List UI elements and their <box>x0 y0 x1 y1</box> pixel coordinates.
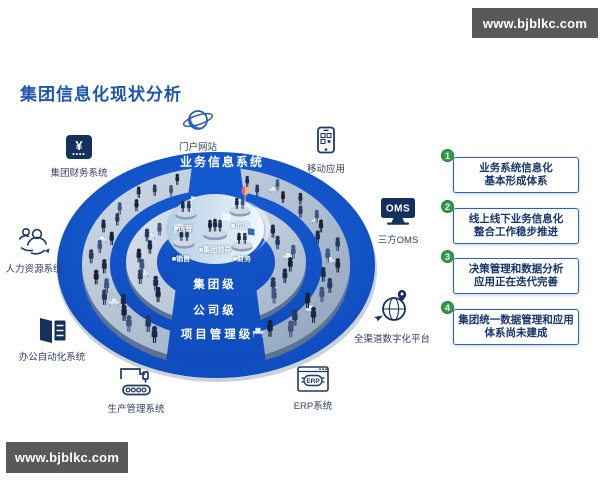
satellite-omni: 全渠道数字化平台 <box>337 287 447 345</box>
satellite-label: 移动应用 <box>306 164 345 175</box>
arc-label: 业务信息系统 <box>179 155 265 169</box>
watermark-text: www.bjblkc.com <box>14 450 120 465</box>
satellite-label: 全渠道数字化平台 <box>353 334 430 345</box>
satellite-label: 办公自动化系统 <box>18 352 86 363</box>
finding-box: 集团统一数据管理和应用 体系尚未建成 <box>453 309 579 345</box>
finding-item: 2 线上线下业务信息化 整合工作稳步推进 <box>441 200 587 244</box>
finding-item: 1 业务系统信息化 基本形成体系 <box>441 149 587 193</box>
mobile-icon <box>317 126 335 154</box>
oa-icon <box>40 318 66 343</box>
pedestal-finance <box>231 228 255 252</box>
satellite-label: 人力资源系统 <box>5 264 63 275</box>
svg-text:ERP: ERP <box>306 378 320 385</box>
watermark-banner-top: www.bjblkc.com <box>472 8 598 38</box>
pedestal-label-finance: ■财务 <box>232 256 252 263</box>
disc-glare <box>238 199 271 256</box>
finding-text: 业务系统信息化 <box>479 162 553 174</box>
finding-box: 业务系统信息化 基本形成体系 <box>453 157 579 193</box>
pedestal-leadership <box>203 213 231 241</box>
finding-text: 集团统一数据管理和应用 <box>458 314 574 326</box>
satellite-finance: ¥ 集团财务系统 <box>24 133 134 179</box>
oms-icon: OMS <box>381 198 415 225</box>
page-title: 集团信息化现状分析 <box>20 85 182 104</box>
erp-icon: ERP <box>297 366 329 392</box>
satellite-label: 门户网站 <box>178 142 217 153</box>
finding-number-badge: 3 <box>441 250 454 263</box>
finding-item: 4 集团统一数据管理和应用 体系尚未建成 <box>441 301 587 345</box>
finding-text: 整合工作稳步推进 <box>474 226 558 238</box>
satellite-erp: ERP ERP系统 <box>258 364 368 412</box>
hr-icon <box>18 228 50 255</box>
finding-number-badge: 1 <box>441 149 454 162</box>
finding-box: 决策管理和数据分析 应用正在迭代完善 <box>453 258 579 294</box>
satellite-label: 集团财务系统 <box>50 168 108 179</box>
pedestal-label-operations: ■运营 <box>173 226 193 233</box>
satellite-label: 生产管理系统 <box>107 404 165 415</box>
pedestal-label-sales: ■销售 <box>171 256 191 263</box>
watermark-banner-bottom: www.bjblkc.com <box>6 442 128 473</box>
level-label-project: 项目管理级 <box>180 329 254 341</box>
satellite-production: 生产管理系统 <box>81 365 191 415</box>
satellite-mobile: 移动应用 <box>271 125 381 175</box>
finding-text: 体系尚未建成 <box>484 327 548 339</box>
pedestal-sales <box>173 223 195 249</box>
level-label-company: 公司级 <box>193 305 237 317</box>
finding-number-badge: 4 <box>441 301 454 314</box>
satellite-label: ERP系统 <box>293 401 333 412</box>
pedestal-operations <box>175 196 198 220</box>
omni-icon <box>374 290 407 322</box>
svg-text:OMS: OMS <box>386 204 410 215</box>
finance-icon: ¥ <box>66 135 92 159</box>
satellite-hr: 人力资源系统 <box>0 225 89 275</box>
svg-text:¥: ¥ <box>75 138 83 153</box>
finding-item: 3 决策管理和数据分析 应用正在迭代完善 <box>441 250 587 294</box>
watermark-text: www.bjblkc.com <box>482 15 588 31</box>
satellite-oa: 办公自动化系统 <box>0 315 107 363</box>
pedestal-label-market: ■市场 <box>230 223 250 230</box>
portal-icon <box>182 110 214 130</box>
satellite-oms: OMS 三方OMS <box>343 196 453 246</box>
production-icon <box>120 368 151 396</box>
finding-text: 线上线下业务信息化 <box>468 213 564 225</box>
finding-text: 基本形成体系 <box>484 175 548 187</box>
pedestal-market <box>229 186 251 217</box>
finding-text: 应用正在迭代完善 <box>474 276 558 288</box>
finding-text: 决策管理和数据分析 <box>468 263 564 275</box>
satellite-portal: 门户网站 <box>143 105 253 153</box>
pedestal-label-leadership: ■集团领导 <box>198 247 232 254</box>
level-label-group: 集团级 <box>193 279 237 291</box>
finding-box: 线上线下业务信息化 整合工作稳步推进 <box>453 208 579 244</box>
satellite-label: 三方OMS <box>377 235 419 246</box>
finding-number-badge: 2 <box>441 200 454 213</box>
